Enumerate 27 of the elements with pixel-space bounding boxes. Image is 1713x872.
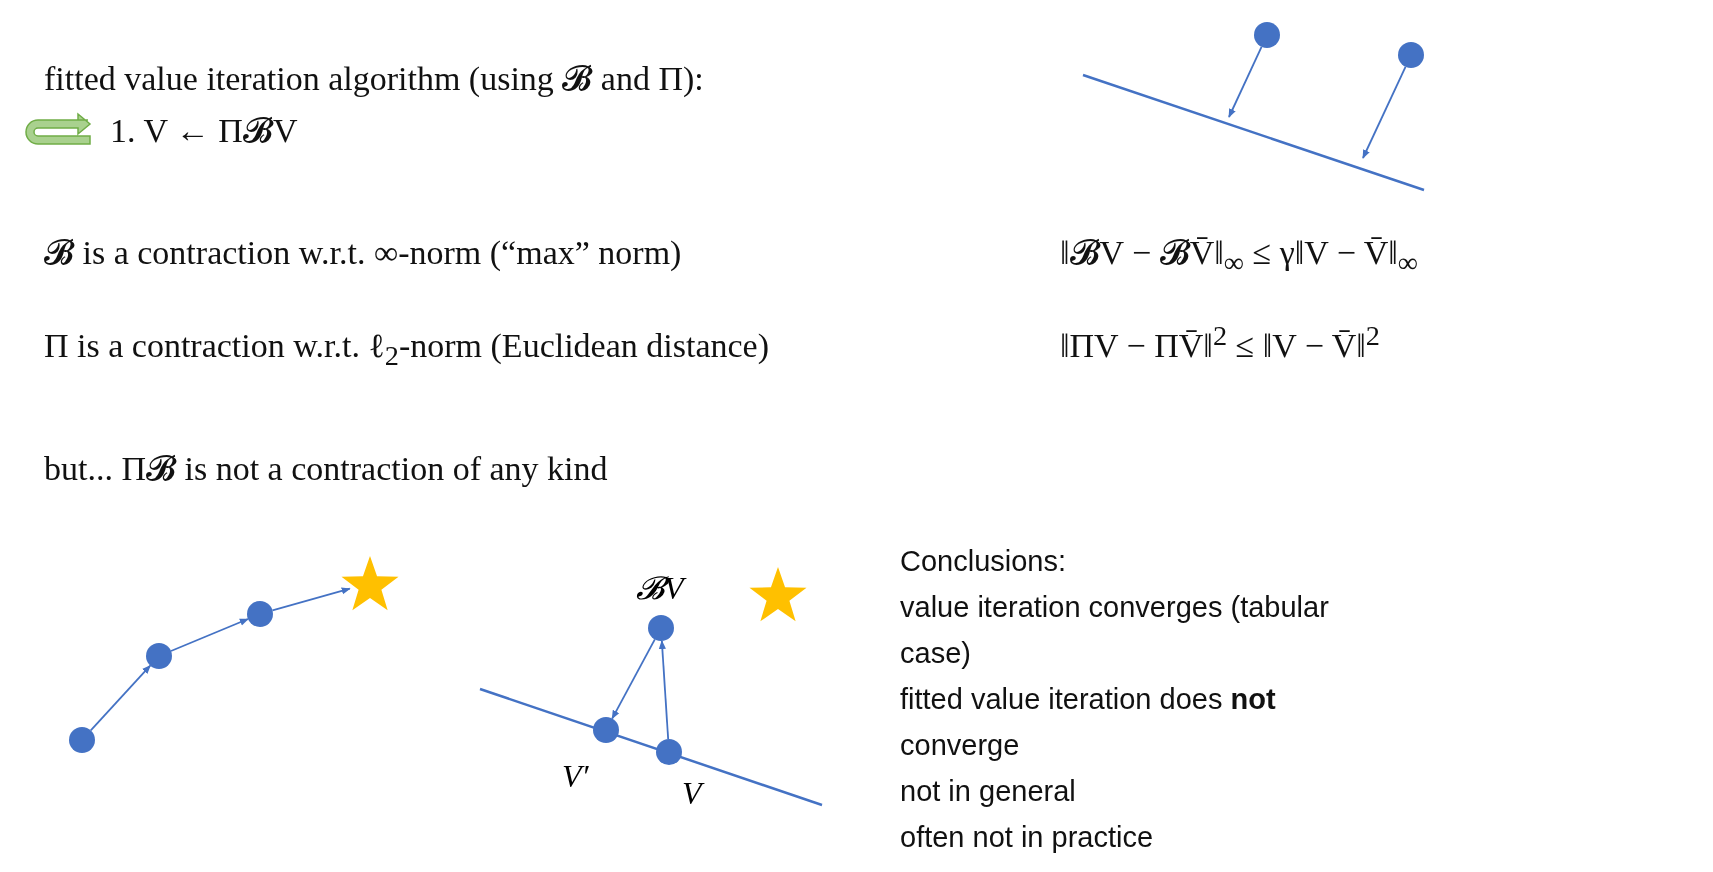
inequality-formula: ‖ΠV − ΠV̄‖$^{2}$ ≤ ‖V − V̄‖$^{2}$ [1060,320,1381,366]
conclusion-text: value iteration converges (tabular case) [900,590,1330,671]
arrow [170,618,249,652]
arrow [89,664,152,732]
inequality-formula: ‖𝓑V − 𝓑V̄‖$_{∞}$ ≤ γ‖V − V̄‖$_{∞}$ [1060,234,1418,279]
statement-text: but... Π𝓑 is not a contraction of any kind [44,450,608,489]
point-dot [1398,42,1424,68]
statement-text: 𝓑 is a contraction w.r.t. ∞-norm (“max” norm) [44,234,682,273]
arrow [1228,45,1263,118]
point-dot [648,615,674,641]
arrow [611,638,656,720]
point-dot [593,717,619,743]
arrow [271,587,351,612]
arrow [1362,65,1407,159]
heading-text: Conclusions: [900,544,1068,579]
point-dot [656,739,682,765]
arrow [658,640,670,740]
point-dot [247,601,273,627]
conclusion-text: often not in practice [900,820,1155,855]
point-dot [1254,22,1280,48]
point-label: V′ [562,758,589,795]
update-rule-text: 1. V ← Π𝓑V [110,112,298,151]
point-dot [146,643,172,669]
statement-text: Π is a contraction w.r.t. ℓ$_{2}$-norm (Euclidean distance) [44,327,770,372]
algorithm-text: fitted value iteration algorithm (using 𝓑 and Π): [44,60,704,99]
conclusion-text: not in general [900,774,1077,809]
point-dot [69,727,95,753]
